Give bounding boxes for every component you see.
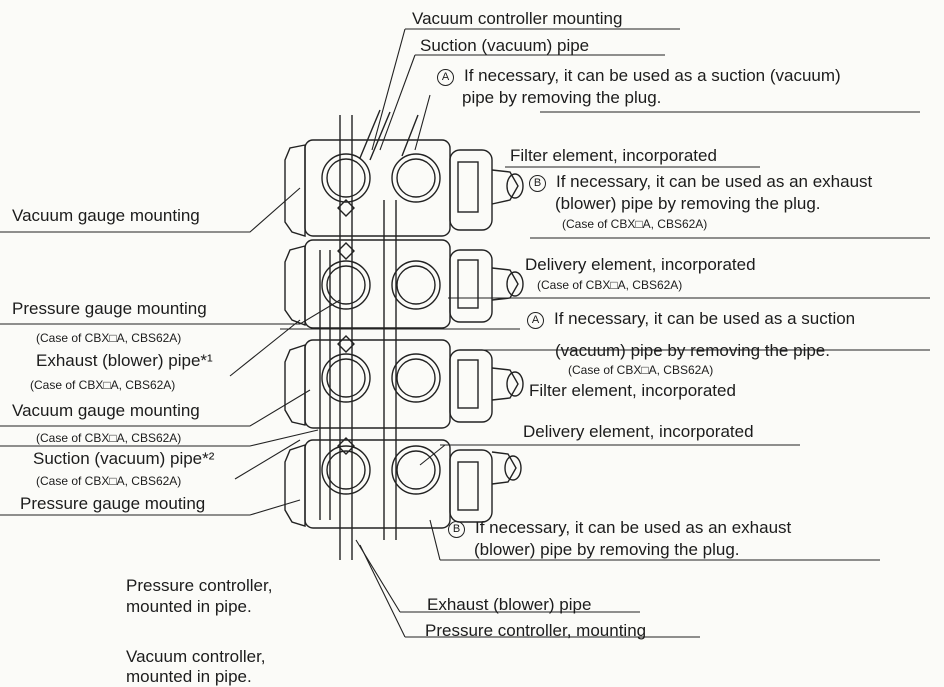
marker-a-icon: A [437, 69, 454, 86]
note-b-top-text-1: If necessary, it can be used as an exhau… [556, 172, 873, 191]
marker-a-icon: A [527, 312, 544, 329]
leader-lines [0, 28, 930, 638]
pressure-gauge-mouting-label: Pressure gauge mouting [20, 494, 206, 513]
vacuum-controller-pipe-text-1: Vacuum controller, [126, 647, 266, 666]
note-a-mid: A If necessary, it can be used as a sucti… [527, 309, 855, 329]
case-note-left-1: (Case of CBX□A, CBS62A) [36, 331, 182, 345]
case-note-2: (Case of CBX□A, CBS62A) [537, 278, 683, 292]
suction-pipe-left-label: Suction (vacuum) pipe*² [33, 449, 215, 468]
note-a-top: A If necessary, it can be used as a sucti… [437, 66, 841, 86]
note-b-bottom-text-2: (blower) pipe by removing the plug. [474, 540, 740, 559]
pressure-controller-mounting-label: Pressure controller, mounting [425, 621, 647, 640]
blower-unit-4 [284, 439, 522, 529]
blower-unit-1 [284, 109, 524, 237]
note-b-bottom-text-1: If necessary, it can be used as an exhau… [475, 518, 792, 537]
blower-unit-3 [284, 339, 524, 429]
case-note-1: (Case of CBX□A, CBS62A) [562, 217, 708, 231]
note-a-mid-text-2: (vacuum) pipe by removing the pipe. [555, 341, 830, 360]
note-a-mid-text-1: If necessary, it can be used as a suctio… [554, 309, 856, 328]
exhaust-pipe-bottom-label: Exhaust (blower) pipe [427, 595, 592, 614]
vacuum-controller-pipe-text-2: mounted in pipe. [126, 667, 252, 686]
delivery-element-bottom-label: Delivery element, incorporated [523, 422, 754, 441]
marker-b-icon: B [529, 175, 546, 192]
pressure-gauge-mounting-label: Pressure gauge mounting [12, 299, 207, 318]
connecting-pipes [319, 115, 397, 560]
vacuum-gauge-mounting-bottom-label: Vacuum gauge mounting [12, 401, 200, 420]
filter-element-top-label: Filter element, incorporated [510, 146, 717, 165]
note-b-bottom: B If necessary, it can be used as an exha… [448, 518, 791, 538]
note-a-top-text-2: pipe by removing the plug. [462, 88, 662, 107]
blower-unit-2 [284, 239, 524, 329]
case-note-left-2: (Case of CBX□A, CBS62A) [30, 378, 176, 392]
note-a-top-text-1: If necessary, it can be used as a suctio… [464, 66, 841, 85]
case-note-left-4: (Case of CBX□A, CBS62A) [36, 474, 182, 488]
marker-b-icon: B [448, 521, 465, 538]
pressure-controller-pipe-text-1: Pressure controller, [126, 576, 273, 595]
delivery-element-top-label: Delivery element, incorporated [525, 255, 756, 274]
pressure-controller-pipe-text-2: mounted in pipe. [126, 597, 252, 616]
suction-pipe-top-label: Suction (vacuum) pipe [420, 36, 590, 55]
controller-valves [337, 199, 355, 455]
vacuum-controller-mounting-label: Vacuum controller mounting [412, 9, 623, 28]
case-note-3: (Case of CBX□A, CBS62A) [568, 363, 714, 377]
note-b-top: B If necessary, it can be used as an exha… [529, 172, 872, 192]
vacuum-gauge-mounting-top-label: Vacuum gauge mounting [12, 206, 200, 225]
filter-element-bottom-label: Filter element, incorporated [529, 381, 736, 400]
exhaust-pipe-left-label: Exhaust (blower) pipe*¹ [36, 351, 213, 370]
case-note-left-3: (Case of CBX□A, CBS62A) [36, 431, 182, 445]
note-b-top-text-2: (blower) pipe by removing the plug. [555, 194, 821, 213]
